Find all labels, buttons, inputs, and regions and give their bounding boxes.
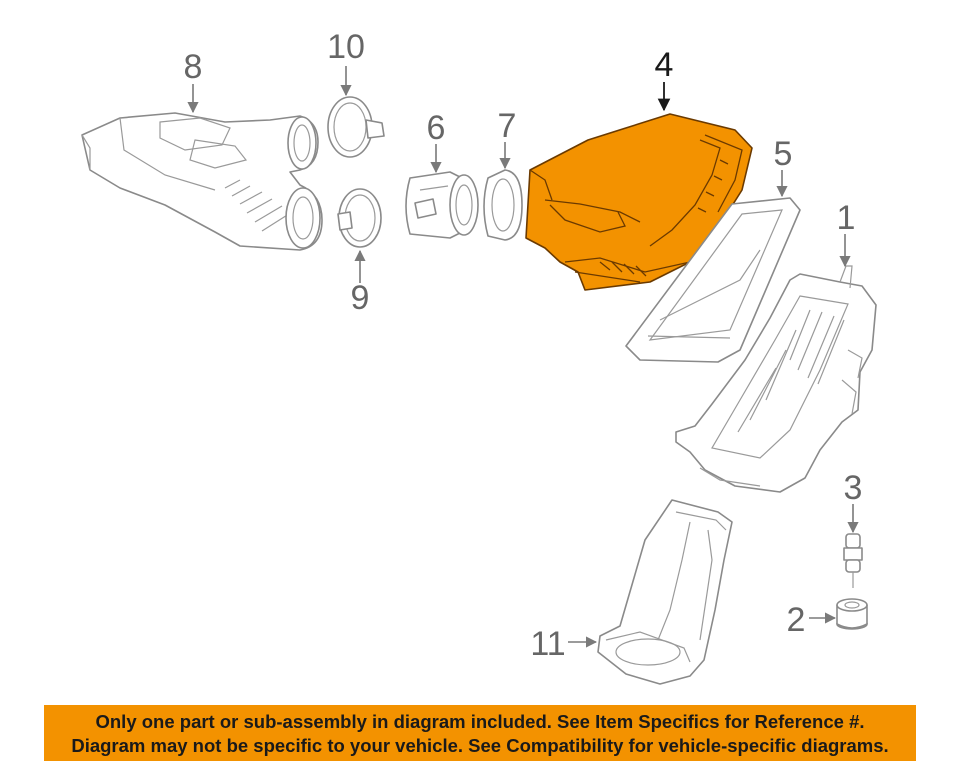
callout-6: 6 [427, 109, 446, 147]
part-6-airflow-sensor [405, 171, 479, 239]
part-2-insulator [836, 598, 868, 630]
callout-9: 9 [351, 279, 370, 317]
part-5-air-filter [625, 197, 801, 363]
part-9-clamp [337, 188, 382, 248]
callout-2: 2 [787, 601, 806, 639]
callout-8: 8 [184, 48, 203, 86]
parts-diagram: 8 10 9 6 7 4 5 1 3 2 11 [81, 28, 877, 685]
callout-4: 4 [655, 46, 674, 84]
part-10-clamp [327, 96, 385, 158]
callout-7: 7 [498, 107, 517, 145]
disclaimer-line-1: Only one part or sub-assembly in diagram… [95, 711, 865, 732]
callout-1: 1 [837, 199, 856, 237]
part-8-outlet-duct [81, 112, 323, 251]
callout-10: 10 [327, 28, 365, 66]
callout-3: 3 [844, 469, 863, 507]
callout-11: 11 [530, 625, 565, 663]
disclaimer-banner: Only one part or sub-assembly in diagram… [44, 705, 916, 761]
part-1-air-cleaner-housing [675, 265, 877, 493]
part-11-inlet-duct [597, 499, 733, 685]
part-3-fastener [843, 533, 863, 588]
disclaimer-line-2: Diagram may not be specific to your vehi… [71, 735, 889, 756]
leader-lines [187, 66, 859, 648]
part-4-air-cleaner-cover [525, 113, 753, 291]
part-7-seal [483, 169, 523, 241]
callout-5: 5 [774, 135, 793, 173]
